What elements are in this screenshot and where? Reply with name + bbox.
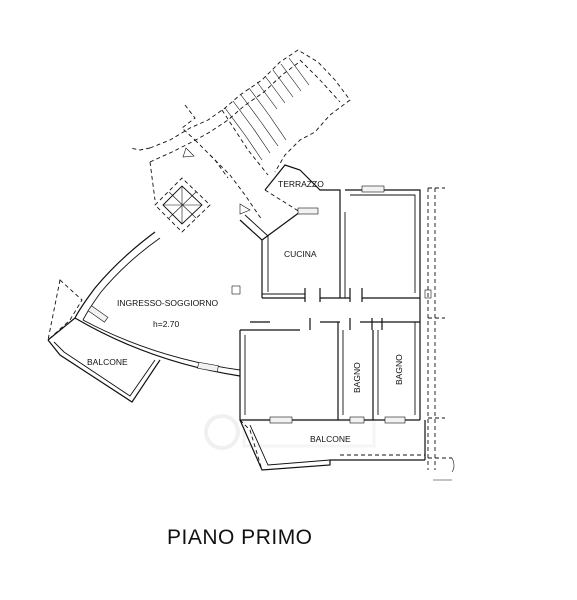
apartment-walls bbox=[74, 164, 432, 424]
label-balcone-bottom: BALCONE bbox=[310, 434, 351, 444]
label-ingresso-soggiorno: INGRESSO-SOGGIORNO bbox=[117, 298, 218, 308]
label-bagno-2: BAGNO bbox=[394, 354, 404, 385]
label-bagno-1: BAGNO bbox=[352, 362, 362, 393]
label-balcone-left: BALCONE bbox=[87, 357, 128, 367]
label-terrazzo: TERRAZZO bbox=[278, 179, 324, 189]
stair-block bbox=[129, 49, 351, 221]
right-perimeter bbox=[427, 187, 455, 481]
balcone-bottom-shape bbox=[239, 419, 426, 471]
elevator-shaft bbox=[154, 177, 211, 233]
floor-title: PIANO PRIMO bbox=[167, 526, 313, 549]
balcone-left-shape bbox=[47, 279, 161, 403]
label-height: h=2.70 bbox=[153, 319, 180, 329]
room-labels: TERRAZZO CUCINA INGRESSO-SOGGIORNO h=2.7… bbox=[87, 179, 404, 444]
label-cucina: CUCINA bbox=[284, 249, 317, 259]
